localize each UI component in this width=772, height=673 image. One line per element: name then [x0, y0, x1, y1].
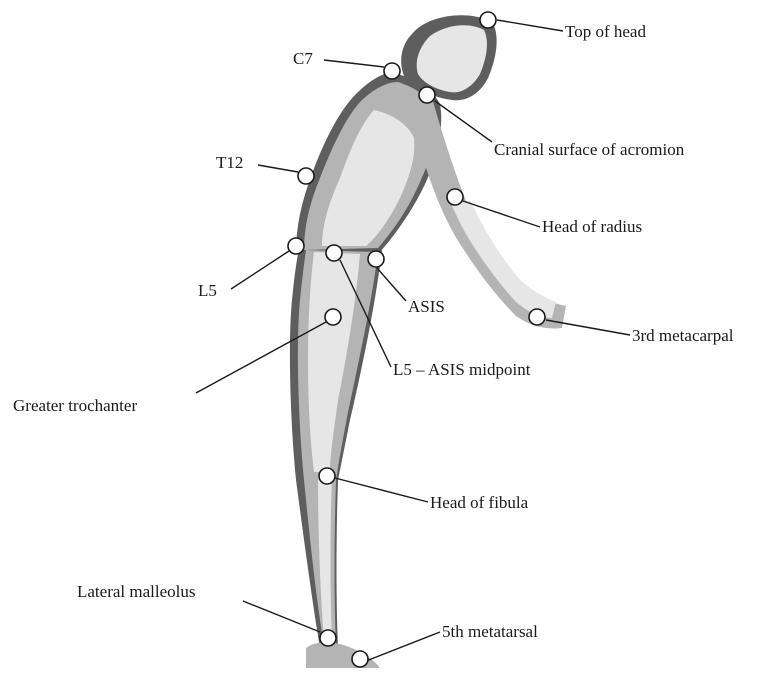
- foot: [306, 642, 380, 668]
- label-top-of-head: Top of head: [565, 22, 646, 41]
- marker-c7: [384, 63, 400, 79]
- label-t12: T12: [216, 153, 243, 172]
- marker-cranial-surface-of-acromion: [419, 87, 435, 103]
- marker-third-metacarpal: [529, 309, 545, 325]
- leader-l5: [231, 251, 289, 289]
- leader-asis: [377, 268, 406, 301]
- label-asis: ASIS: [408, 297, 445, 316]
- leader-lateral-malleolus: [243, 601, 320, 632]
- label-fifth-metatarsal: 5th metatarsal: [442, 622, 538, 641]
- arm-mid: [410, 98, 566, 329]
- label-head-of-radius: Head of radius: [542, 217, 642, 236]
- leader-top-of-head: [497, 20, 563, 31]
- marker-asis: [368, 251, 384, 267]
- leader-cranial-surface-of-acromion: [435, 101, 492, 142]
- label-third-metacarpal: 3rd metacarpal: [632, 326, 734, 345]
- leader-c7: [324, 60, 384, 67]
- label-c7: C7: [293, 49, 313, 68]
- marker-lateral-malleolus: [320, 630, 336, 646]
- label-head-of-fibula: Head of fibula: [430, 493, 529, 512]
- leader-t12: [258, 165, 298, 172]
- label-l5-asis-midpoint: L5 – ASIS midpoint: [393, 360, 531, 379]
- marker-top-of-head: [480, 12, 496, 28]
- marker-l5-asis-midpoint: [326, 245, 342, 261]
- leader-fifth-metatarsal: [366, 632, 440, 661]
- marker-fifth-metatarsal: [352, 651, 368, 667]
- human-figure: [290, 15, 566, 668]
- marker-greater-trochanter: [325, 309, 341, 325]
- marker-t12: [298, 168, 314, 184]
- label-cranial-surface-of-acromion: Cranial surface of acromion: [494, 140, 685, 159]
- label-greater-trochanter: Greater trochanter: [13, 396, 137, 415]
- label-l5: L5: [198, 281, 217, 300]
- label-lateral-malleolus: Lateral malleolus: [77, 582, 195, 601]
- marker-l5: [288, 238, 304, 254]
- marker-head-of-radius: [447, 189, 463, 205]
- leader-head-of-fibula: [335, 478, 428, 502]
- marker-head-of-fibula: [319, 468, 335, 484]
